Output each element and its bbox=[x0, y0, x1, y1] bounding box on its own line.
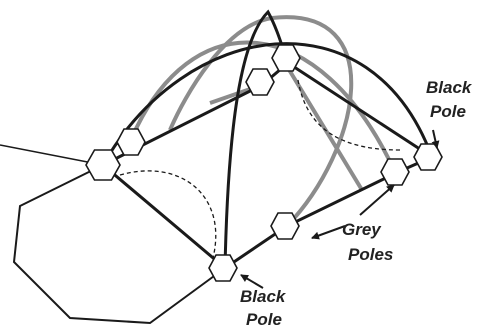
arrow-icon bbox=[240, 274, 264, 289]
grey-pole-left bbox=[128, 40, 397, 173]
hexagon-icon bbox=[245, 68, 275, 96]
dashed-arc-back bbox=[297, 79, 401, 151]
black-frame-left bbox=[102, 61, 433, 167]
hub-connectors bbox=[85, 44, 443, 282]
hexagon-icon bbox=[413, 143, 443, 171]
guy-line bbox=[0, 144, 104, 166]
arrow-icon bbox=[311, 225, 346, 240]
black-pole-right-label-line1: Black bbox=[426, 78, 473, 97]
hexagon-icon bbox=[85, 149, 121, 181]
labels: Black Pole Grey Poles Black Pole bbox=[240, 78, 473, 329]
grey-poles bbox=[128, 15, 397, 228]
black-pole-bottom-label-line1: Black bbox=[240, 287, 287, 306]
hexagon-icon bbox=[270, 212, 300, 240]
hexagon-icon bbox=[208, 254, 238, 282]
hexagon-icon bbox=[116, 128, 146, 156]
black-pole-right-label-line2: Pole bbox=[430, 102, 466, 121]
footprint-outline bbox=[0, 144, 226, 325]
grey-poles-label-line1: Grey bbox=[342, 220, 382, 239]
grey-poles-label-line2: Poles bbox=[348, 245, 393, 264]
dashed-arc-front bbox=[119, 170, 217, 259]
black-pole-center-arch bbox=[223, 9, 290, 269]
black-poles bbox=[101, 9, 434, 270]
grey-pole-right bbox=[168, 15, 354, 228]
dashed-arcs bbox=[119, 79, 401, 259]
arrow-icon bbox=[359, 184, 395, 216]
hexagon-icon bbox=[380, 158, 410, 186]
black-pole-outer-arch bbox=[101, 42, 434, 166]
hexagon-icon bbox=[271, 44, 301, 72]
pointer-arrows bbox=[240, 129, 440, 289]
black-pole-bottom-label-line2: Pole bbox=[246, 310, 282, 329]
arrow-icon bbox=[431, 129, 440, 149]
